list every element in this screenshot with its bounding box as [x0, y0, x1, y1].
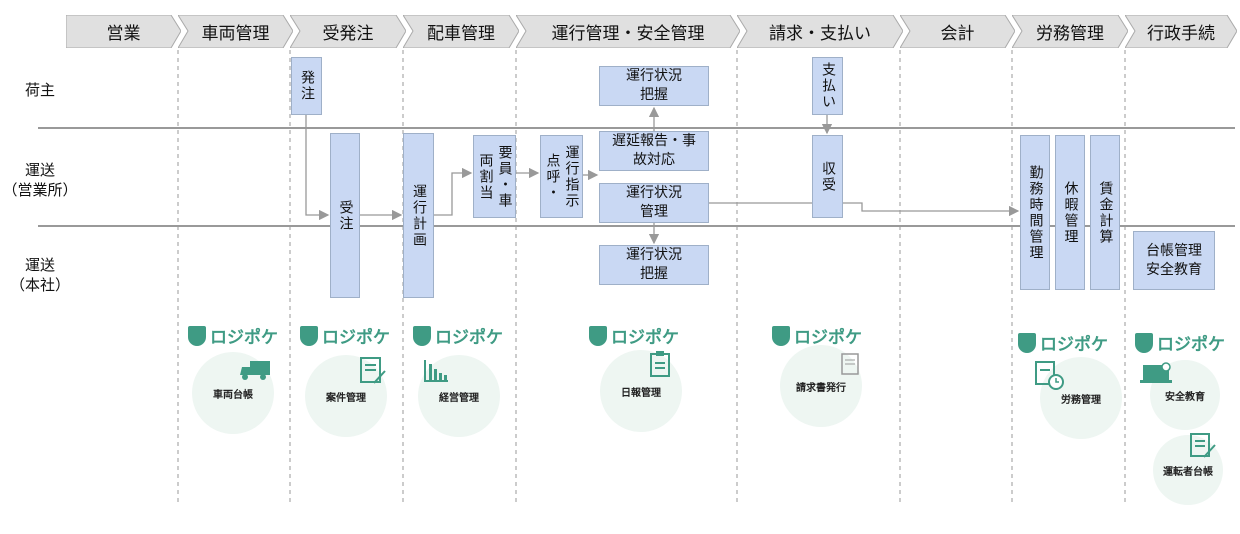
phase-dispatch: 配車管理: [403, 15, 519, 48]
shield-logo-icon: [589, 325, 607, 346]
document-edit-icon: [360, 357, 386, 389]
document-edit-icon: [1190, 433, 1216, 463]
box-order: 発注: [291, 57, 322, 115]
invoice-icon: [840, 352, 864, 380]
phase-labor: 労務管理: [1012, 15, 1128, 48]
shield-logo-icon: [188, 325, 206, 346]
shield-logo-icon: [413, 325, 431, 346]
box-payment: 支払い: [812, 57, 843, 115]
laptop-icon: [1140, 362, 1174, 388]
logo-logipoke: ロジポケ: [1135, 330, 1225, 355]
logo-logipoke: ロジポケ: [188, 323, 278, 348]
shield-logo-icon: [1018, 332, 1036, 353]
phase-operations: 運行管理・安全管理: [516, 15, 740, 48]
row-label-branch: 運送（営業所）: [2, 161, 78, 199]
logo-logipoke: ロジポケ: [772, 323, 862, 348]
box-receive-order: 受注: [330, 133, 360, 298]
phase-billing: 請求・支払い: [737, 15, 903, 48]
feature-case-management: 案件管理: [305, 355, 387, 437]
row-label-headquarters: 運送（本社）: [9, 256, 70, 294]
box-status-grasp-hq: 運行状況把握: [599, 245, 709, 285]
box-assign: 要員・車両割当: [473, 135, 516, 218]
row-label-shipper: 荷主: [24, 81, 55, 99]
box-status-grasp-shipper: 運行状況把握: [599, 66, 709, 106]
logo-logipoke: ロジポケ: [589, 323, 679, 348]
phase-sales: 営業: [66, 15, 181, 48]
box-instruction: 運行指示点呼・: [540, 135, 583, 218]
box-operation-plan: 運行計画: [403, 133, 434, 298]
shield-logo-icon: [1135, 332, 1153, 353]
box-leave: 休暇管理: [1055, 135, 1085, 290]
phase-orders: 受発注: [290, 15, 406, 48]
bar-chart-icon: [424, 360, 448, 386]
logo-logipoke: ロジポケ: [1018, 330, 1108, 355]
logo-logipoke: ロジポケ: [413, 323, 503, 348]
phase-administration: 行政手続: [1125, 15, 1237, 48]
box-delay-report: 遅延報告・事故対応: [599, 131, 709, 171]
feature-driver-ledger: 運転者台帳: [1153, 435, 1223, 505]
box-collection: 収受: [812, 135, 843, 218]
phase-vehicle: 車両管理: [178, 15, 293, 48]
truck-icon: [240, 361, 270, 381]
box-ledger-safety: 台帳管理安全教育: [1133, 231, 1215, 290]
phase-accounting: 会計: [900, 15, 1015, 48]
box-wage: 賃金計算: [1090, 135, 1120, 290]
clipboard-clock-icon: [1035, 360, 1065, 394]
shield-logo-icon: [772, 325, 790, 346]
clipboard-icon: [650, 351, 670, 381]
box-status-manage: 運行状況管理: [599, 183, 709, 223]
feature-invoice-issue: 請求書発行: [780, 345, 862, 427]
box-work-hours: 勤務時間管理: [1020, 135, 1050, 290]
logo-logipoke: ロジポケ: [300, 323, 390, 348]
shield-logo-icon: [300, 325, 318, 346]
